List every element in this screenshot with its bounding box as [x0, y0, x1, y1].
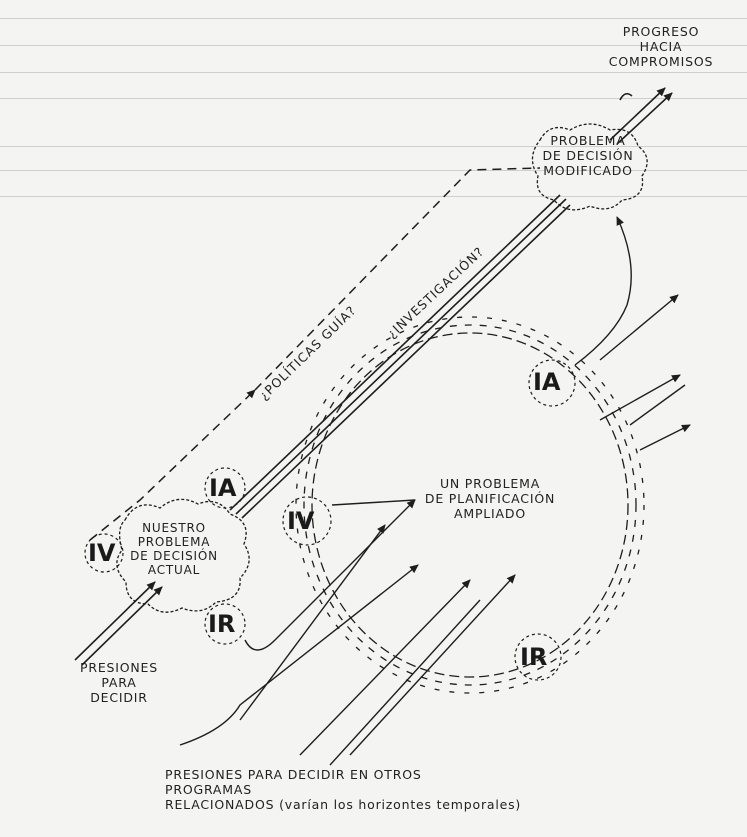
ir-bubble-small — [204, 603, 246, 645]
extended-problem-label-line: DE PLANIFICACIÓN — [424, 491, 556, 506]
modified-problem-label-line: MODIFICADO — [543, 163, 633, 178]
current-problem-label-line: NUESTRO — [142, 521, 206, 535]
modified-problem-cloud — [531, 123, 648, 211]
ir-bubble-large — [514, 633, 562, 681]
extended-problem-cloud — [295, 316, 645, 694]
other-programs-label: PRESIONES PARA DECIDIR EN OTROS PROGRAMA… — [165, 767, 585, 812]
modified-problem-label-line: DE DECISIÓN — [542, 148, 634, 163]
main-double-arrow — [74, 87, 673, 666]
background-rule — [0, 146, 747, 147]
background-rule — [0, 18, 747, 19]
modified-problem-label: PROBLEMA DE DECISIÓN MODIFICADO — [524, 133, 652, 178]
ir-marker-large: IR — [520, 643, 548, 671]
pressures-label: PRESIONES PARA DECIDIR — [64, 660, 174, 705]
extended-problem-label-line: AMPLIADO — [454, 506, 526, 521]
ia-to-modified-link — [574, 216, 632, 366]
guide-policies-dashed-path — [89, 167, 541, 541]
background-rule — [0, 72, 747, 73]
background-rule — [0, 196, 747, 197]
iv-to-label-link — [331, 499, 416, 506]
ia-bubble-small — [204, 467, 246, 509]
ir-to-big-cloud-link — [244, 499, 416, 651]
ia-marker-large: IA — [533, 368, 561, 396]
current-problem-label: NUESTRO PROBLEMA DE DECISIÓN ACTUAL — [122, 521, 226, 577]
background-rule — [0, 98, 747, 99]
other-programs-label-line: PRESIONES PARA DECIDIR EN OTROS — [165, 767, 422, 782]
ia-bubble-large — [528, 359, 576, 407]
ir-marker-small: IR — [208, 610, 236, 638]
ia-marker-small: IA — [209, 474, 237, 502]
other-programs-label-line: RELACIONADOS (varían los horizontes temp… — [165, 797, 522, 812]
pressures-label-line: PRESIONES — [80, 660, 158, 675]
current-problem-label-line: PROBLEMA — [137, 535, 211, 549]
progress-label: PROGRESO HACIA COMPROMISOS — [592, 24, 730, 69]
progress-label-line: PROGRESO — [622, 24, 700, 39]
extended-problem-label: UN PROBLEMA DE PLANIFICACIÓN AMPLIADO — [405, 476, 575, 521]
progress-label-line: HACIA — [639, 39, 683, 54]
background-rule — [0, 45, 747, 46]
iv-bubble-large — [282, 496, 332, 546]
iv-marker-large: IV — [287, 507, 315, 535]
iv-marker-small: IV — [88, 539, 116, 567]
pressures-label-line: PARA — [101, 675, 137, 690]
other-program-arrows — [179, 294, 691, 766]
iv-bubble-small — [84, 533, 124, 573]
progress-label-line: COMPROMISOS — [608, 54, 714, 69]
background-rule — [0, 170, 747, 171]
pressures-label-line: DECIDIR — [90, 690, 148, 705]
current-problem-label-line: ACTUAL — [147, 563, 201, 577]
extended-problem-label-line: UN PROBLEMA — [439, 476, 541, 491]
modified-problem-label-line: PROBLEMA — [550, 133, 626, 148]
other-programs-label-line: PROGRAMAS — [165, 782, 252, 797]
current-problem-label-line: DE DECISIÓN — [130, 549, 218, 563]
current-problem-cloud — [116, 498, 250, 613]
